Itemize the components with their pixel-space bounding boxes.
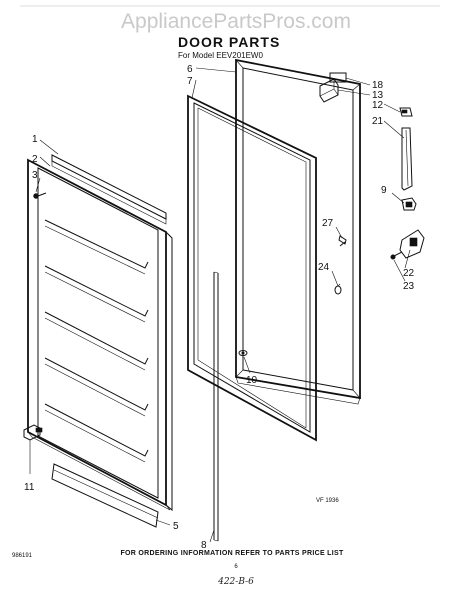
leader-lines (29, 67, 411, 543)
hinge-bracket-part (319, 72, 347, 103)
callout-12: 12 (372, 100, 384, 111)
latch-assembly-part (390, 229, 425, 260)
plug-part (238, 350, 248, 356)
callout-10: 10 (246, 375, 258, 386)
callout-11: 11 (24, 482, 35, 493)
screw-part (33, 192, 47, 199)
callout-5: 5 (173, 521, 179, 532)
cap-part (399, 107, 413, 117)
callout-6: 6 (187, 64, 193, 75)
outer-door-panel (235, 58, 361, 405)
model-line: For Model EEV201EW0 (178, 51, 263, 60)
watermark: AppliancePartsPros.com (121, 10, 351, 33)
pin-part (338, 235, 347, 247)
handle-bar-part (401, 127, 413, 191)
callout-18: 18 (372, 80, 384, 91)
callout-3: 3 (32, 170, 38, 181)
callout-7: 7 (187, 76, 193, 87)
top-trim-strip (51, 154, 167, 225)
callout-22: 22 (403, 268, 415, 279)
page-number: 6 (234, 564, 238, 570)
callout-numbers: 1 2 3 5 6 7 8 9 10 11 12 13 18 21 22 23 … (24, 64, 415, 551)
footer-note: FOR ORDERING INFORMATION REFER TO PARTS … (120, 550, 343, 557)
callout-1: 1 (32, 134, 38, 145)
hinge-clip-part (23, 424, 43, 441)
door-gasket (187, 94, 317, 442)
handle-clip-part (401, 197, 417, 211)
door-shelves (44, 219, 149, 463)
callout-13: 13 (372, 90, 384, 101)
inner-door-liner (27, 158, 173, 512)
callout-21: 21 (372, 116, 384, 127)
callout-24: 24 (318, 262, 330, 273)
doc-code: 986191 (12, 553, 33, 559)
handwritten-code: 422-B-6 (217, 577, 254, 587)
callout-2: 2 (32, 154, 38, 165)
callout-23: 23 (403, 281, 415, 292)
bottom-trim-strip (51, 463, 159, 528)
callout-8: 8 (201, 540, 207, 551)
callout-9: 9 (381, 185, 387, 196)
door-seal-strip (213, 271, 219, 542)
figure-code: VF 1936 (316, 498, 339, 504)
callout-27: 27 (322, 218, 334, 229)
page-title: DOOR PARTS (178, 34, 280, 50)
